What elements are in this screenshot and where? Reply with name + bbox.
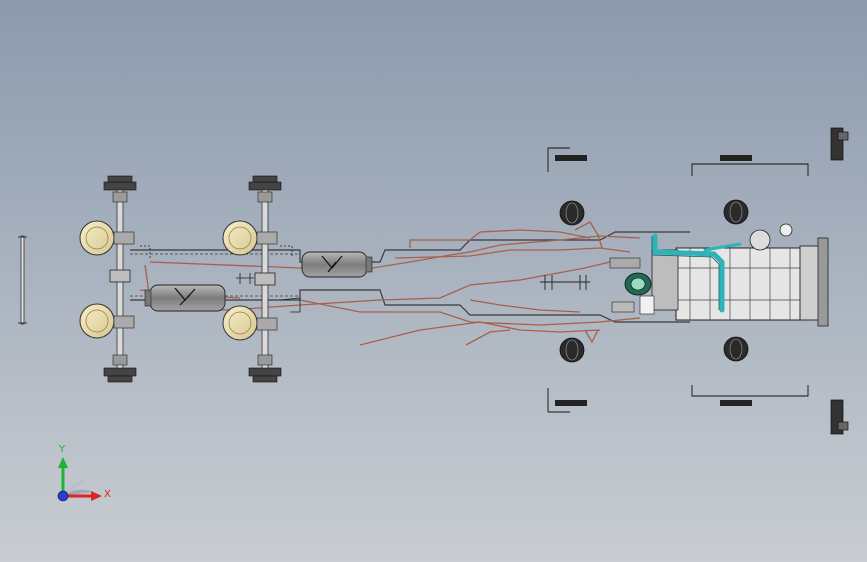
air-tank-front bbox=[301, 251, 373, 278]
filter-canister bbox=[624, 272, 652, 296]
dimension-brackets bbox=[547, 147, 809, 413]
air-tank-rear bbox=[144, 284, 226, 312]
axis-triad-icon: Y X bbox=[57, 444, 111, 502]
axis-y-label: Y bbox=[58, 444, 66, 455]
rear-axle-2 bbox=[248, 175, 282, 383]
rear-axle-1 bbox=[103, 175, 137, 383]
mount-brackets bbox=[140, 245, 301, 313]
engine-assembly bbox=[609, 223, 829, 327]
axis-x-label: X bbox=[104, 489, 111, 500]
crossmember-mid bbox=[540, 275, 590, 290]
coolant-pipes bbox=[652, 233, 742, 313]
dimension-tags bbox=[555, 155, 752, 406]
scale-bar bbox=[18, 235, 27, 325]
front-brackets bbox=[830, 127, 849, 435]
front-wheels bbox=[559, 199, 749, 363]
air-springs bbox=[79, 220, 278, 341]
coolant-outline bbox=[651, 236, 720, 310]
